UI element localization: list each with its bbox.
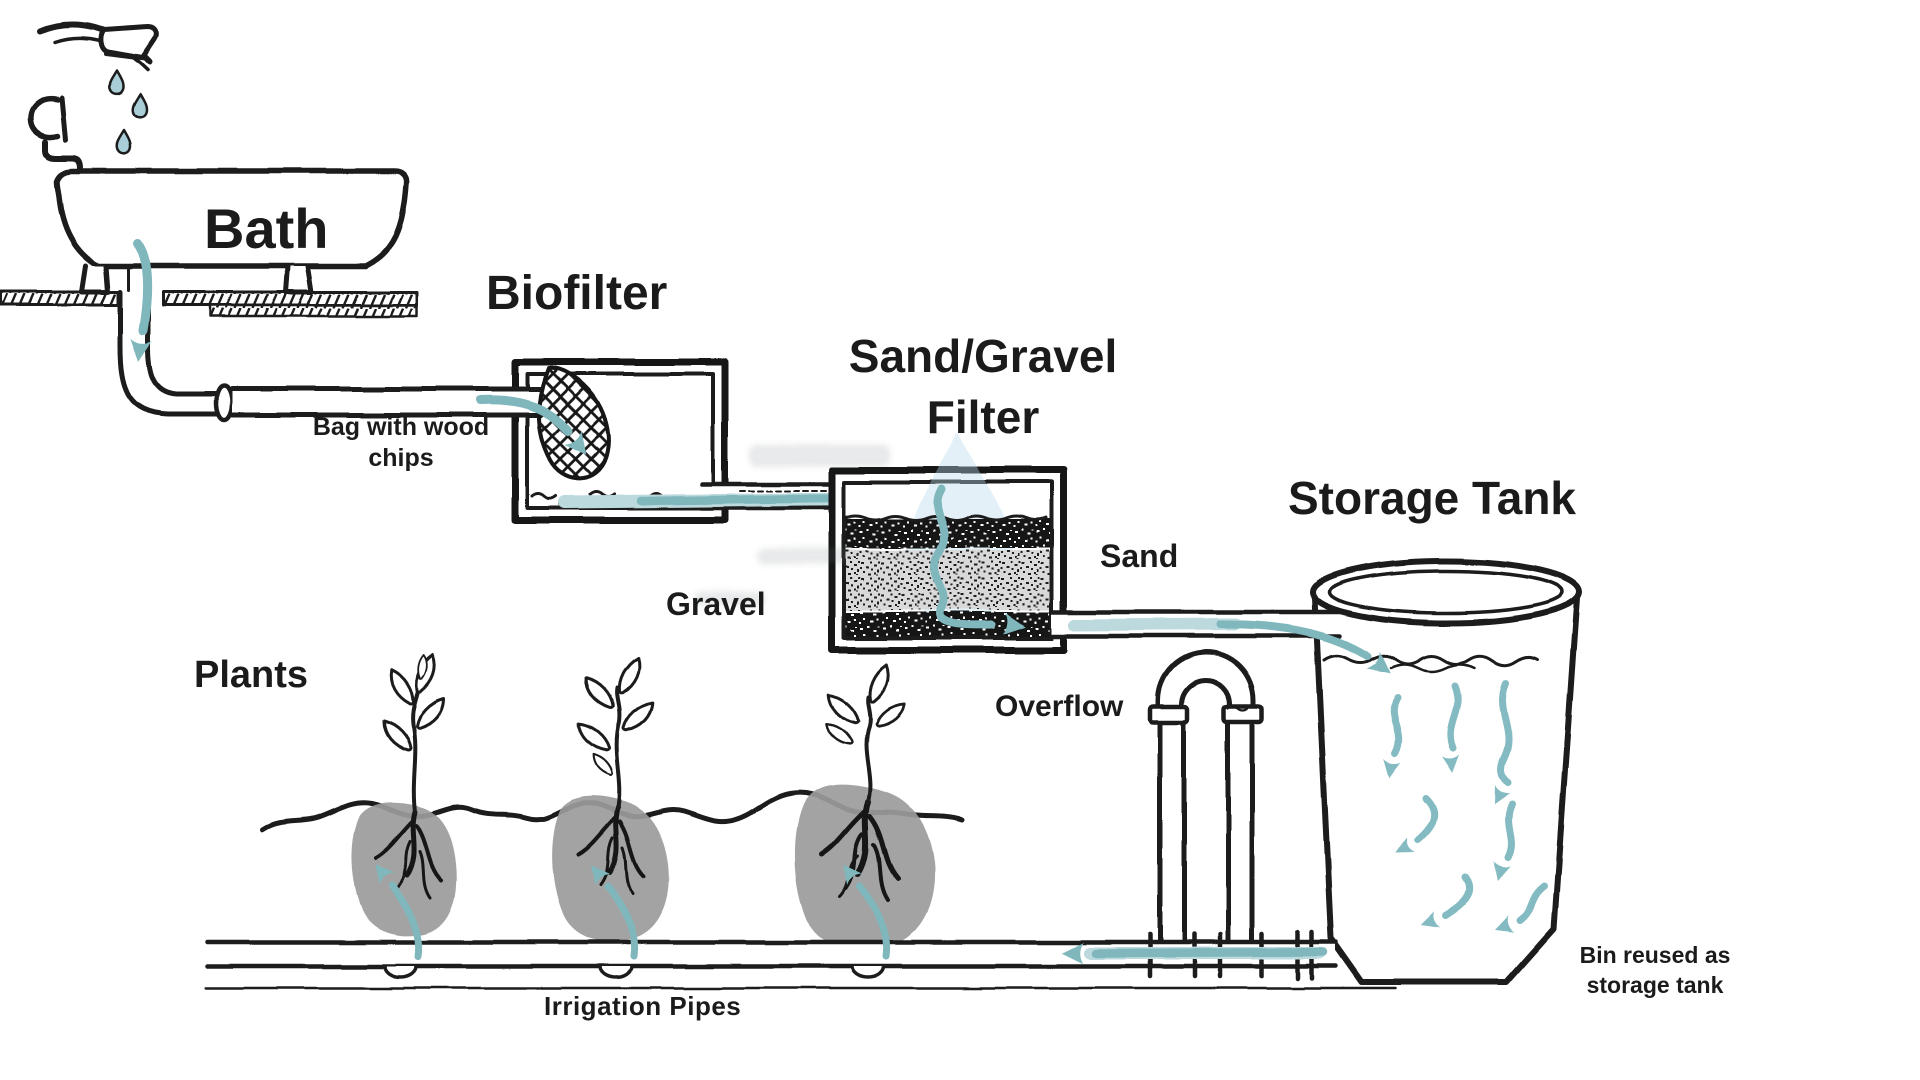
stem <box>410 684 421 814</box>
bin-label-line2: storage tank <box>1586 972 1724 999</box>
stem <box>614 686 622 810</box>
sg-label-line1: Sand/Gravel <box>848 330 1118 382</box>
inlet-pipe <box>229 386 565 418</box>
bathtub <box>54 168 410 295</box>
label-biofilter: Biofilter <box>486 267 668 320</box>
label-plants: Plants <box>194 654 309 696</box>
plant-2 <box>552 656 669 942</box>
gravel-layer <box>846 550 1050 610</box>
irrigation-pipe <box>204 929 1398 990</box>
bag-label-line2: chips <box>368 443 434 472</box>
plant-3 <box>794 662 935 951</box>
flow-arrow-biofilter-out <box>558 487 904 509</box>
bin-label-line1: Bin reused as <box>1579 942 1731 968</box>
roots <box>374 809 443 900</box>
sg-label-line2: Filter <box>926 390 1040 443</box>
biofilter-box <box>511 358 729 524</box>
storage-tank-bin <box>1310 558 1582 985</box>
flow-arrows-into-plants <box>368 858 891 960</box>
roots <box>577 805 646 896</box>
floor-hatch <box>0 290 419 318</box>
tank-water-line <box>1322 654 1540 673</box>
overflow-pipe <box>1147 649 1265 947</box>
label-storage-tank: Storage Tank <box>1288 472 1576 524</box>
roots <box>819 799 901 902</box>
flow-arrow-into-bag <box>475 395 595 462</box>
drip-outlets <box>382 964 886 979</box>
label-sand-gravel-filter: Sand/Gravel Filter <box>798 326 1168 447</box>
bag-label-line1: Bag with wood <box>312 413 490 441</box>
wood-chip-bag-icon <box>536 365 611 481</box>
faucet-icon <box>28 95 93 179</box>
flow-arrow-tank-to-plants <box>1062 942 1329 964</box>
shower-head-icon <box>37 21 160 72</box>
label-overflow: Overflow <box>995 690 1124 723</box>
stem <box>864 694 872 804</box>
tank-flow-arrows <box>1380 680 1548 938</box>
label-bath: Bath <box>204 197 329 260</box>
label-irrigation-pipes: Irrigation Pipes <box>544 991 742 1021</box>
label-gravel: Gravel <box>666 586 766 622</box>
label-bag-with-wood-chips: Bag with wood chips <box>296 412 506 473</box>
water-drops-icon <box>108 68 148 155</box>
flow-arrow-filter-down <box>931 485 1028 638</box>
flow-arrow-bath-drain <box>127 238 153 363</box>
label-bin-reused: Bin reused as storage tank <box>1563 940 1747 1001</box>
label-sand: Sand <box>1100 538 1179 574</box>
plant-1 <box>351 652 457 936</box>
root-ball <box>794 784 935 951</box>
flow-arrow-into-tank <box>1069 618 1397 682</box>
